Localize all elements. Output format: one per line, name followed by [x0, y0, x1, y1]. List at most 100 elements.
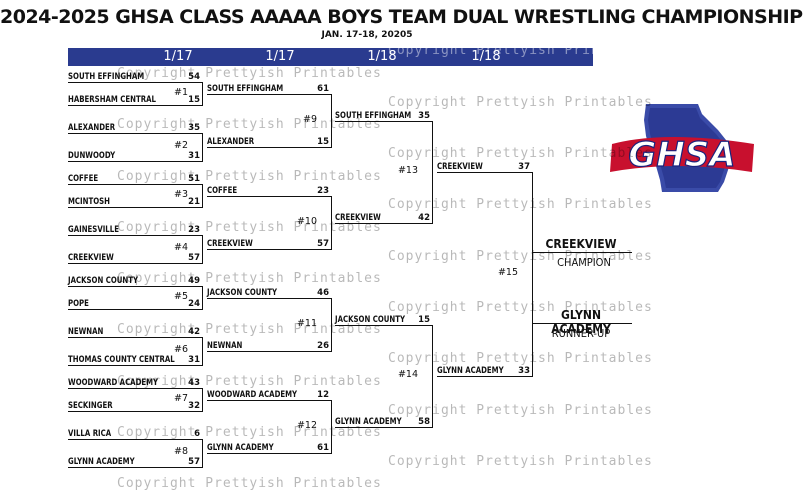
- watermark-text: Copyright Prettyish Printables: [117, 374, 382, 389]
- bracket-line: [437, 172, 532, 174]
- watermark-text: Copyright Prettyish Printables: [117, 169, 382, 184]
- bracket-line: [202, 235, 204, 264]
- bracket-line: [202, 286, 204, 310]
- runner-up-label: RUNNER-UP: [551, 327, 611, 340]
- team-score: 61: [317, 84, 329, 94]
- bracket-line: [68, 439, 202, 441]
- watermark-text: Copyright Prettyish Printables: [388, 249, 653, 264]
- bracket-line: [335, 223, 432, 225]
- team-name: GAINESVILLE: [68, 225, 119, 235]
- bracket-line: [335, 325, 432, 327]
- team-score: 31: [188, 355, 200, 365]
- bracket-line: [202, 388, 204, 412]
- bracket-line: [68, 365, 202, 367]
- team-name: DUNWOODY: [68, 151, 116, 161]
- bracket-line: [331, 298, 333, 352]
- match-number: #13: [397, 165, 418, 176]
- match-number: #1: [173, 87, 188, 98]
- bracket-line: [68, 161, 202, 163]
- bracket-line: [335, 121, 432, 123]
- match-number: #5: [173, 291, 188, 302]
- runner-up-name: GLYNN ACADEMY: [551, 308, 611, 336]
- round-4-date: 1/18: [471, 49, 501, 64]
- team-score: 23: [317, 186, 329, 196]
- team-name: HABERSHAM CENTRAL: [68, 95, 156, 105]
- team-score: 6: [194, 429, 200, 439]
- team-score: 12: [317, 390, 329, 400]
- team-name: JACKSON COUNTY: [207, 288, 278, 298]
- event-dates: JAN. 17-18, 20205: [321, 30, 413, 40]
- bracket-line: [68, 309, 202, 311]
- team-score: 37: [518, 162, 530, 172]
- team-name: SOUTH EFFINGHAM: [207, 84, 284, 94]
- team-score: 26: [317, 341, 329, 351]
- watermark-text: Copyright Prettyish Printables: [117, 322, 382, 337]
- bracket-line: [207, 351, 331, 353]
- match-number: #9: [302, 114, 317, 125]
- team-name: POPE: [68, 299, 89, 309]
- team-name: THOMAS COUNTY CENTRAL: [68, 355, 175, 365]
- bracket-line: [532, 323, 632, 325]
- bracket-line: [68, 337, 202, 339]
- team-score: 61: [317, 443, 329, 453]
- watermark-text: Copyright Prettyish Printables: [117, 425, 382, 440]
- champion-name: CREEKVIEW: [545, 237, 617, 251]
- bracket-line: [68, 286, 202, 288]
- team-name: WOODWARD ACADEMY: [207, 390, 298, 400]
- match-number: #4: [173, 242, 188, 253]
- watermark-text: Copyright Prettyish Printables: [388, 403, 653, 418]
- team-score: 58: [418, 417, 430, 427]
- team-name: CREEKVIEW: [437, 162, 483, 172]
- bracket-line: [207, 298, 331, 300]
- watermark-text: Copyright Prettyish Printables: [388, 95, 653, 110]
- team-name: CREEKVIEW: [207, 239, 253, 249]
- team-score: 54: [188, 72, 200, 82]
- team-name: ALEXANDER: [68, 123, 116, 133]
- match-number: #8: [173, 446, 188, 457]
- team-name: GLYNN ACADEMY: [335, 417, 402, 427]
- team-score: 57: [188, 457, 200, 467]
- team-name: JACKSON COUNTY: [335, 315, 406, 325]
- team-score: 31: [188, 151, 200, 161]
- team-name: NEWNAN: [207, 341, 243, 351]
- bracket-line: [68, 207, 202, 209]
- team-name: MCINTOSH: [68, 197, 111, 207]
- team-name: COFFEE: [68, 174, 99, 184]
- team-name: VILLA RICA: [68, 429, 112, 439]
- round-3-date: 1/18: [367, 49, 397, 64]
- team-score: 21: [188, 197, 200, 207]
- bracket-line: [432, 121, 434, 224]
- match-number: #11: [296, 318, 317, 329]
- team-score: 24: [188, 299, 200, 309]
- bracket-line: [202, 184, 204, 208]
- watermark-text: Copyright Prettyish Printables: [117, 476, 382, 491]
- bracket-line: [202, 439, 204, 468]
- team-score: 15: [317, 137, 329, 147]
- team-name: ALEXANDER: [207, 137, 255, 147]
- bracket-line: [432, 325, 434, 428]
- watermark-text: Copyright Prettyish Printables: [388, 43, 653, 58]
- team-name: CREEKVIEW: [68, 253, 114, 263]
- bracket-line: [532, 172, 534, 377]
- round-1-date: 1/17: [163, 49, 193, 64]
- team-name: COFFEE: [207, 186, 238, 196]
- bracket-line: [207, 147, 331, 149]
- team-name: GLYNN ACADEMY: [68, 457, 135, 467]
- bracket-line: [68, 263, 202, 265]
- team-name: SOUTH EFFINGHAM: [335, 111, 412, 121]
- bracket-line: [207, 196, 331, 198]
- team-score: 46: [317, 288, 329, 298]
- team-name: GLYNN ACADEMY: [437, 366, 504, 376]
- bracket-line: [202, 133, 204, 162]
- team-score: 42: [418, 213, 430, 223]
- team-score: 33: [518, 366, 530, 376]
- watermark-text: Copyright Prettyish Printables: [388, 197, 653, 212]
- team-score: 43: [188, 378, 200, 388]
- match-number: #12: [296, 420, 317, 431]
- bracket-line: [68, 133, 202, 135]
- watermark-text: Copyright Prettyish Printables: [117, 271, 382, 286]
- team-name: SECKINGER: [68, 401, 113, 411]
- champion-label: CHAMPION: [557, 256, 611, 269]
- watermark-text: Copyright Prettyish Printables: [117, 66, 382, 81]
- match-number: #2: [173, 140, 188, 151]
